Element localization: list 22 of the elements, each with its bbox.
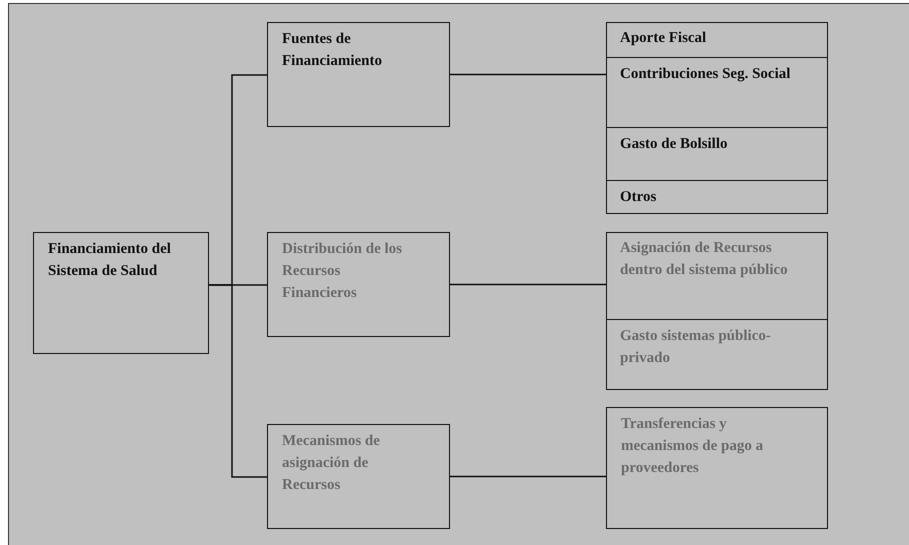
group-box xyxy=(606,22,828,214)
group-box xyxy=(606,232,828,390)
box-label: Gasto sistemas público-privado xyxy=(620,327,772,368)
box-label: Transferencias y mecanismos de pago a proveedores xyxy=(621,415,764,478)
connector-line xyxy=(450,284,606,286)
process-box xyxy=(33,232,209,354)
box-label: Contribuciones Seg. Social xyxy=(620,65,792,84)
box-label: Asignación de Recursos dentro del sistema público xyxy=(620,239,789,280)
connector-line xyxy=(209,284,267,478)
box-label: Aporte Fiscal xyxy=(620,29,708,48)
process-box xyxy=(267,22,450,127)
box-label: Gasto de Bolsillo xyxy=(620,135,729,154)
box-label: Fuentes de Financiamiento xyxy=(282,30,383,71)
process-box xyxy=(267,232,450,337)
process-box xyxy=(267,424,450,529)
process-box xyxy=(606,407,828,529)
box-label: Mecanismos de asignación de Recursos xyxy=(282,432,381,495)
connector-line xyxy=(450,476,606,478)
box-label: Distribución de los Recursos Financieros xyxy=(282,240,404,303)
connector-line xyxy=(450,74,606,76)
box-label: Financiamiento del Sistema de Salud xyxy=(48,240,172,281)
box-label: Otros xyxy=(620,188,658,207)
